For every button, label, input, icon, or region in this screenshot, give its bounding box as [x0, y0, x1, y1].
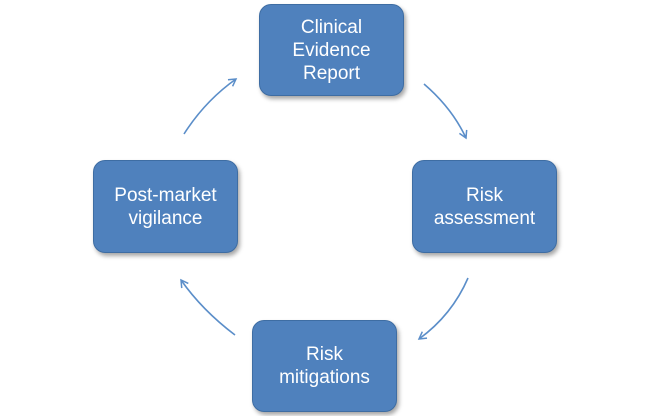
node-risk-assessment: Risk assessment [412, 160, 557, 253]
node-label: Risk mitigations [279, 344, 370, 388]
node-risk-mitigations: Risk mitigations [252, 320, 397, 412]
node-post-market-vigilance: Post-market vigilance [93, 160, 238, 253]
arrow-mitigations-to-vigilance [180, 278, 236, 336]
node-clinical-evidence-report: Clinical Evidence Report [259, 4, 404, 96]
arrow-report-to-assessment [423, 83, 468, 140]
arrow-vigilance-to-report [183, 78, 238, 135]
arrow-assessment-to-mitigations [417, 277, 469, 340]
node-label: Post-market vigilance [114, 184, 217, 229]
node-label: Clinical Evidence Report [292, 16, 371, 84]
node-label: Risk assessment [433, 184, 536, 229]
